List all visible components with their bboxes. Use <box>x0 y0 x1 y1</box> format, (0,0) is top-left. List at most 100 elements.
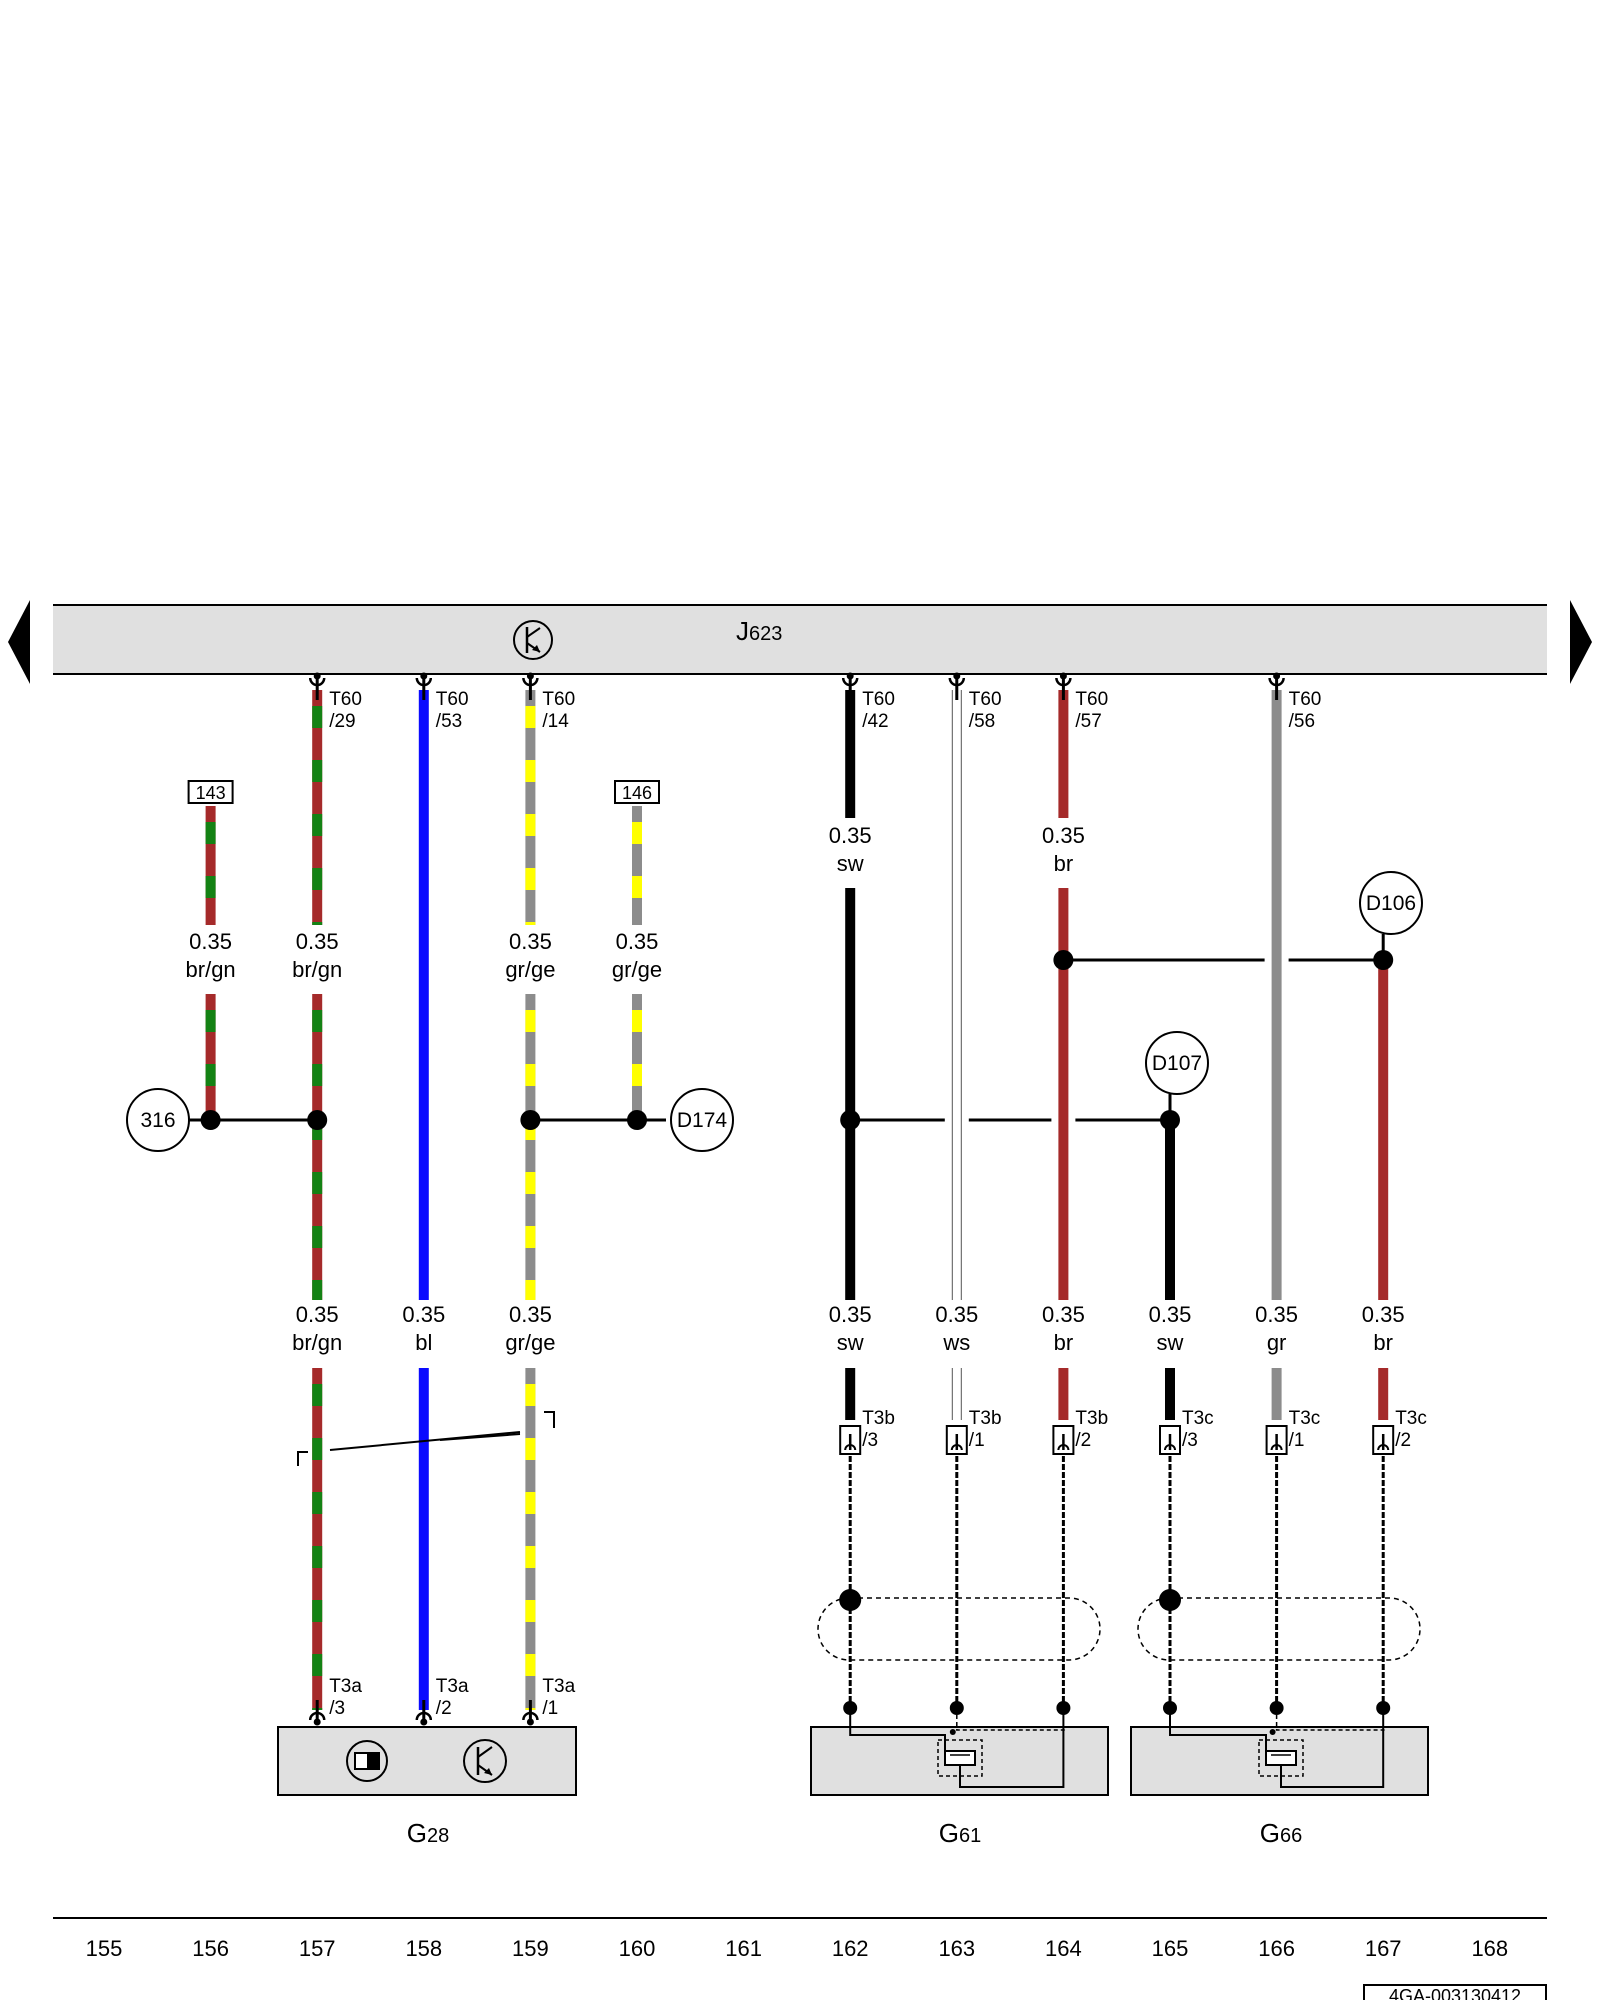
sensor-pin-167 <box>1376 1701 1391 1715</box>
component-G61 <box>810 1708 1109 1796</box>
internal-dot <box>949 1729 956 1735</box>
wire-label-mid-color-157: br/gn <box>292 957 342 982</box>
wire-label-low-color-159: gr/ge <box>505 1330 555 1355</box>
reference-box-146 <box>614 780 660 804</box>
g28-pin-number-0: /3 <box>329 1698 345 1719</box>
knock-element <box>1265 1750 1297 1766</box>
component-box <box>277 1726 577 1796</box>
harness-bracket-left <box>297 1451 308 1466</box>
ecu-pin-number-4: /58 <box>969 711 995 732</box>
g28-pin-1 <box>415 1700 433 1726</box>
wire-label-low-size-162: 0.35 <box>829 1302 872 1327</box>
sensor-pin-163 <box>949 1701 964 1715</box>
column-label-166: 166 <box>1258 1936 1295 1961</box>
connector-number-2: /2 <box>1075 1430 1091 1451</box>
prev-page-arrow[interactable] <box>8 600 30 684</box>
column-label-167: 167 <box>1365 1936 1402 1961</box>
g28-pin-number-2: /1 <box>542 1698 558 1719</box>
junction-165 <box>1160 1110 1180 1130</box>
column-label-160: 160 <box>619 1936 656 1961</box>
ecu-pin-label-2: T60 <box>542 689 575 710</box>
junction-164 <box>1053 950 1074 970</box>
g28-pin-0-tip <box>313 1718 321 1726</box>
component-label-G61: G61 <box>939 1818 981 1848</box>
wire-label-low-color-162: sw <box>837 1330 864 1355</box>
wire-label-low-color-164: br <box>1054 1330 1074 1355</box>
g28-pin-0 <box>308 1700 326 1726</box>
ecu-pin-label-5: T60 <box>1075 689 1108 710</box>
reference-box-143 <box>187 780 234 804</box>
wire-label-mid-color-159: gr/ge <box>505 957 555 982</box>
wire-label-low-size-166: 0.35 <box>1255 1302 1298 1327</box>
wire-label-low-color-167: br <box>1373 1330 1393 1355</box>
node-circle-D107 <box>1145 1031 1209 1095</box>
wire-label-low-size-165: 0.35 <box>1149 1302 1192 1327</box>
tr-arrow <box>484 1768 492 1775</box>
wire-label-upper-color-164: br <box>1054 851 1074 876</box>
harness-line-a <box>329 1431 521 1451</box>
ecu-pin-6 <box>1268 672 1285 700</box>
ecu-pin-number-0: /29 <box>329 711 355 732</box>
ecu-pin-label-0: T60 <box>329 689 362 710</box>
column-label-159: 159 <box>512 1936 549 1961</box>
column-label-165: 165 <box>1152 1936 1189 1961</box>
transistor-icon <box>463 1739 507 1783</box>
ecu-j623: J623 <box>53 604 1547 675</box>
ecu-pin-4 <box>948 672 966 700</box>
wires <box>205 690 1389 1710</box>
connector-T3b-1 <box>945 1425 968 1455</box>
branch-lines <box>182 934 1385 1466</box>
tr-ring <box>463 1739 507 1783</box>
component-G28 <box>277 1726 577 1796</box>
g28-pin-2 <box>522 1700 539 1726</box>
shield-junction-g66 <box>1159 1589 1181 1611</box>
ecu-pin-number-6: /56 <box>1289 711 1315 732</box>
g28-pin-2-tip <box>526 1718 534 1726</box>
ecu-pin-number-5: /57 <box>1075 711 1101 732</box>
junctions <box>200 950 1394 1715</box>
tr-collector <box>477 1746 493 1758</box>
column-label-156: 156 <box>192 1936 229 1961</box>
internal-shield <box>956 1708 1066 1731</box>
wire-label-upper-size-162: 0.35 <box>829 823 872 848</box>
reference-label-143: 143 <box>196 783 226 803</box>
connector-label-1: T3b <box>969 1408 1002 1429</box>
connector-T3c-1 <box>1265 1425 1288 1455</box>
connector-label-0: T3b <box>862 1408 895 1429</box>
wire-label-low-color-165: sw <box>1157 1330 1184 1355</box>
wire-label-low-color-166: gr <box>1267 1330 1287 1355</box>
ecu-pin-number-2: /14 <box>542 711 569 732</box>
components <box>126 672 1429 1796</box>
column-label-163: 163 <box>938 1936 975 1961</box>
ecu-pin-0 <box>308 672 326 700</box>
wire-label-mid-color-160: gr/ge <box>612 957 662 982</box>
ecu-pin-0-tip <box>313 672 321 680</box>
hall-fill <box>367 1753 379 1769</box>
ecu-pin-6-tip <box>1273 672 1281 680</box>
junction-167 <box>1373 950 1394 970</box>
wire-label-low-color-157: br/gn <box>292 1330 342 1355</box>
next-page-arrow[interactable] <box>1570 600 1592 684</box>
connector-number-3: /3 <box>1182 1430 1198 1451</box>
knock-element <box>944 1750 976 1766</box>
reference-label-146: 146 <box>622 783 652 803</box>
document-id: 4GA-003130412 <box>1363 1984 1547 2000</box>
node-label-D174: D174 <box>677 1109 728 1132</box>
wire-label-low-color-158: bl <box>415 1330 432 1355</box>
ecu-pin-label-4: T60 <box>969 689 1002 710</box>
shield-junction-g61 <box>839 1589 862 1611</box>
g28-pin-label-0: T3a <box>329 1676 362 1697</box>
wire-label-low-size-157: 0.35 <box>296 1302 339 1327</box>
wire-label-low-size-163: 0.35 <box>935 1302 978 1327</box>
wire-label-low-size-159: 0.35 <box>509 1302 552 1327</box>
internal-wire-b <box>1280 1708 1385 1788</box>
component-sub: 66 <box>1280 1825 1302 1847</box>
sensor-pin-165 <box>1163 1701 1177 1715</box>
connector-T3c-2 <box>1372 1425 1395 1455</box>
ecu-pin-number-3: /42 <box>862 711 888 732</box>
connector-number-4: /1 <box>1289 1430 1305 1451</box>
connector-T3c-3 <box>1159 1425 1181 1455</box>
shield-g61 <box>817 1597 1101 1661</box>
knock-sensor-icon <box>849 1708 1066 1788</box>
